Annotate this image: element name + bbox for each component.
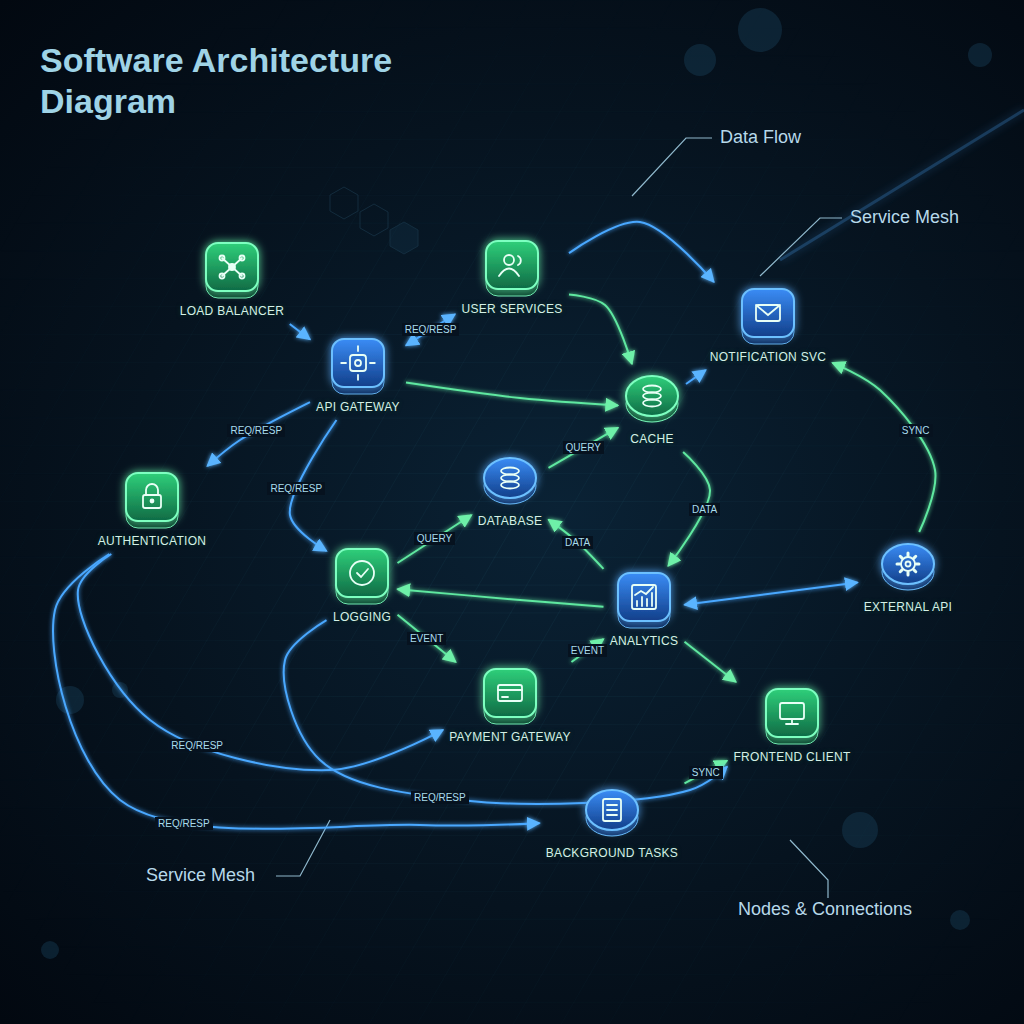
service-box: LOAD BALANCER: [176, 238, 289, 322]
service-label: ANALYTICS: [610, 634, 679, 648]
edge-label: DATA: [689, 503, 720, 516]
leader-lines: [276, 138, 842, 898]
data-connector: [569, 222, 714, 282]
service-icon: [584, 784, 640, 840]
data-connector: [686, 370, 706, 384]
service-icon: [482, 668, 538, 724]
service-box: PAYMENT GATEWAY: [445, 664, 575, 748]
service-icon: [484, 240, 540, 296]
edge-label: REQ/RESP: [267, 482, 325, 495]
service-box: FRONTEND CLIENT: [729, 684, 855, 768]
edge-label: QUERY: [563, 441, 604, 454]
data-connector: [398, 589, 604, 607]
diagram-title: Software Architecture Diagram: [40, 40, 520, 122]
service-icon: [330, 338, 386, 394]
callout-label: Service Mesh: [850, 207, 959, 228]
hexagons: [330, 187, 418, 254]
data-connector: [569, 295, 632, 364]
data-connector: [398, 515, 472, 563]
service-box: API GATEWAY: [312, 334, 404, 418]
edge-label: QUERY: [414, 532, 455, 545]
service-icon: [764, 688, 820, 744]
service-icon: [482, 452, 538, 508]
service-label: NOTIFICATION SVC: [710, 350, 827, 364]
data-connector: [406, 383, 618, 406]
service-label: FRONTEND CLIENT: [733, 750, 851, 764]
edge-label: SYNC: [689, 766, 723, 779]
service-disc: EXTERNAL API: [860, 534, 957, 618]
service-icon: [624, 370, 680, 426]
edge-label: SYNC: [899, 424, 933, 437]
edge-label: REQ/RESP: [168, 739, 226, 752]
service-label: LOGGING: [333, 610, 392, 624]
bokeh: [41, 8, 992, 959]
service-label: CACHE: [624, 432, 680, 446]
service-disc: DATABASE: [474, 448, 547, 532]
service-label: EXTERNAL API: [864, 600, 953, 614]
callout-label: Nodes & Connections: [738, 899, 912, 920]
data-connector: [207, 402, 310, 466]
service-icon: [204, 242, 260, 298]
service-icon: [334, 548, 390, 604]
edge-label: DATA: [562, 536, 593, 549]
callout-label: Data Flow: [720, 127, 801, 148]
service-box: AUTHENTICATION: [94, 468, 211, 552]
callout-label: Service Mesh: [146, 865, 255, 886]
data-connector: [284, 620, 727, 804]
edge-label: EVENT: [407, 632, 446, 645]
service-label: AUTHENTICATION: [98, 534, 207, 548]
edge-label: EVENT: [568, 644, 607, 657]
edge-label: REQ/RESP: [155, 817, 213, 830]
service-box: LOGGING: [329, 544, 396, 628]
edge-label: REQ/RESP: [402, 323, 460, 336]
edge-label: REQ/RESP: [227, 424, 285, 437]
service-label: USER SERVICES: [461, 302, 563, 316]
service-disc: CACHE: [620, 366, 684, 450]
service-disc: BACKGROUND TASKS: [542, 780, 683, 864]
service-label: API GATEWAY: [316, 400, 400, 414]
data-connector: [290, 324, 310, 339]
service-label: DATABASE: [478, 514, 543, 528]
service-icon: [740, 288, 796, 344]
service-label: LOAD BALANCER: [180, 304, 285, 318]
data-connector: [685, 583, 858, 605]
service-box: NOTIFICATION SVC: [706, 284, 831, 368]
service-label: PAYMENT GATEWAY: [449, 730, 571, 744]
data-connector: [549, 428, 619, 468]
service-label: BACKGROUND TASKS: [546, 846, 679, 860]
edge-label: REQ/RESP: [411, 791, 469, 804]
data-connector: [833, 363, 936, 532]
light-streak: [780, 110, 1024, 260]
data-connector: [549, 520, 604, 569]
service-icon: [616, 572, 672, 628]
service-icon: [124, 472, 180, 528]
service-icon: [880, 538, 936, 594]
service-box: ANALYTICS: [606, 568, 683, 652]
service-box: USER SERVICES: [457, 236, 567, 320]
data-connector: [685, 761, 728, 784]
data-connector: [398, 615, 456, 662]
data-connector: [685, 642, 736, 682]
